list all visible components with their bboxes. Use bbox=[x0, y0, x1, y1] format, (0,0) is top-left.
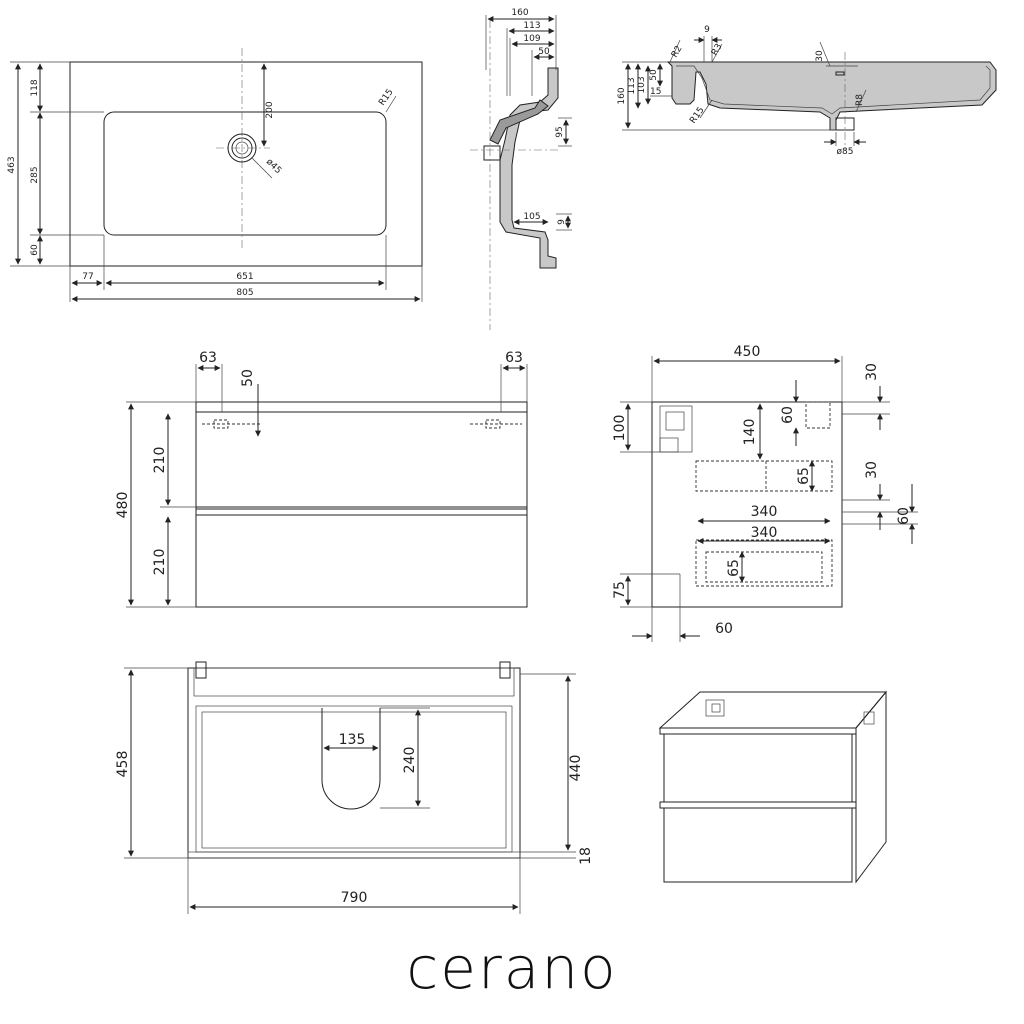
dim-450: 450 bbox=[734, 344, 761, 360]
dim-r15-side: R15 bbox=[688, 105, 706, 125]
dim-18: 18 bbox=[578, 847, 594, 865]
dim-o45: ø45 bbox=[264, 157, 283, 176]
dim-200: 200 bbox=[265, 101, 275, 118]
dim-100: 100 bbox=[612, 415, 628, 442]
dim-340-upper: 340 bbox=[751, 504, 778, 520]
cabinet-plan-outline bbox=[187, 667, 521, 859]
dim-285: 285 bbox=[30, 166, 40, 183]
iso-lower-drawer bbox=[663, 807, 853, 883]
dim-118: 118 bbox=[30, 79, 40, 96]
basin-side-section: 9 R2 R3 30 160 113 103 50 15 R15 R8 ø85 bbox=[617, 25, 997, 157]
dim-135: 135 bbox=[339, 732, 366, 748]
dim-63-left: 63 bbox=[199, 350, 217, 366]
dim-60-bottom: 60 bbox=[715, 621, 733, 637]
dim-210-lower: 210 bbox=[152, 549, 168, 576]
dim-109: 109 bbox=[523, 34, 540, 44]
dim-463: 463 bbox=[7, 156, 17, 173]
basin-side-profile bbox=[666, 61, 997, 131]
cabinet-isometric-view bbox=[658, 690, 888, 884]
dim-790: 790 bbox=[341, 890, 368, 906]
dim-113: 113 bbox=[523, 21, 540, 31]
siphon-cutout bbox=[321, 708, 381, 810]
basin-top-view: 463 118 285 60 200 R15 ø45 77 651 805 bbox=[7, 48, 423, 302]
dim-340-lower: 340 bbox=[751, 525, 778, 541]
dim-65-upper: 65 bbox=[796, 467, 812, 485]
dim-30-mid: 30 bbox=[864, 461, 880, 479]
dim-60-top: 60 bbox=[780, 406, 796, 424]
dim-63-right: 63 bbox=[505, 350, 523, 366]
dim-458: 458 bbox=[115, 751, 131, 778]
dim-240: 240 bbox=[402, 747, 418, 774]
dim-60-mid: 60 bbox=[896, 507, 912, 525]
cabinet-side-face bbox=[855, 690, 887, 884]
iso-upper-drawer bbox=[663, 733, 853, 803]
upper-drawer-front bbox=[195, 411, 528, 510]
cabinet-front-view: 63 50 63 480 210 210 bbox=[115, 350, 528, 608]
dim-75: 75 bbox=[612, 581, 628, 599]
dim-9: 9 bbox=[557, 219, 567, 225]
dim-113-side: 113 bbox=[627, 77, 637, 94]
basin-cross-section: 160 113 109 50 95 105 9 bbox=[470, 8, 572, 330]
dim-95: 95 bbox=[555, 126, 565, 137]
lower-drawer-front bbox=[195, 514, 528, 608]
dim-105: 105 bbox=[523, 212, 540, 222]
dim-30-side: 30 bbox=[815, 50, 825, 62]
dim-r15: R15 bbox=[377, 87, 395, 107]
dim-160-side: 160 bbox=[617, 87, 627, 104]
dim-o85-side: ø85 bbox=[837, 147, 854, 157]
dim-50-front: 50 bbox=[240, 369, 256, 387]
dim-r8-side: R8 bbox=[855, 94, 865, 106]
cabinet-top-face bbox=[658, 691, 888, 729]
dim-15-side: 15 bbox=[650, 87, 661, 97]
cabinet-side-view: 450 30 100 140 60 65 30 60 340 340 65 bbox=[612, 344, 918, 642]
dim-50-side: 50 bbox=[649, 69, 659, 81]
dim-50: 50 bbox=[538, 47, 550, 57]
dim-9-side: 9 bbox=[704, 25, 710, 35]
dim-480: 480 bbox=[115, 492, 131, 519]
dim-77: 77 bbox=[82, 272, 93, 282]
dim-30-top: 30 bbox=[864, 363, 880, 381]
basin-outline bbox=[69, 61, 423, 267]
cabinet-side-outline bbox=[651, 401, 843, 608]
brand-logo: cerano bbox=[406, 934, 617, 1002]
drain-hole bbox=[227, 133, 257, 163]
dim-65-lower: 65 bbox=[726, 559, 742, 577]
basin-profile bbox=[499, 67, 559, 269]
dim-103-side: 103 bbox=[637, 76, 647, 93]
dim-210-upper: 210 bbox=[152, 447, 168, 474]
dim-805: 805 bbox=[236, 288, 253, 298]
dim-60: 60 bbox=[30, 244, 40, 256]
dim-140: 140 bbox=[742, 419, 758, 446]
dim-440: 440 bbox=[568, 755, 584, 782]
cabinet-plan-view: 135 240 458 440 18 790 bbox=[115, 661, 594, 914]
dim-651: 651 bbox=[236, 272, 253, 282]
dim-160: 160 bbox=[511, 8, 528, 18]
basin-bowl bbox=[103, 111, 387, 236]
